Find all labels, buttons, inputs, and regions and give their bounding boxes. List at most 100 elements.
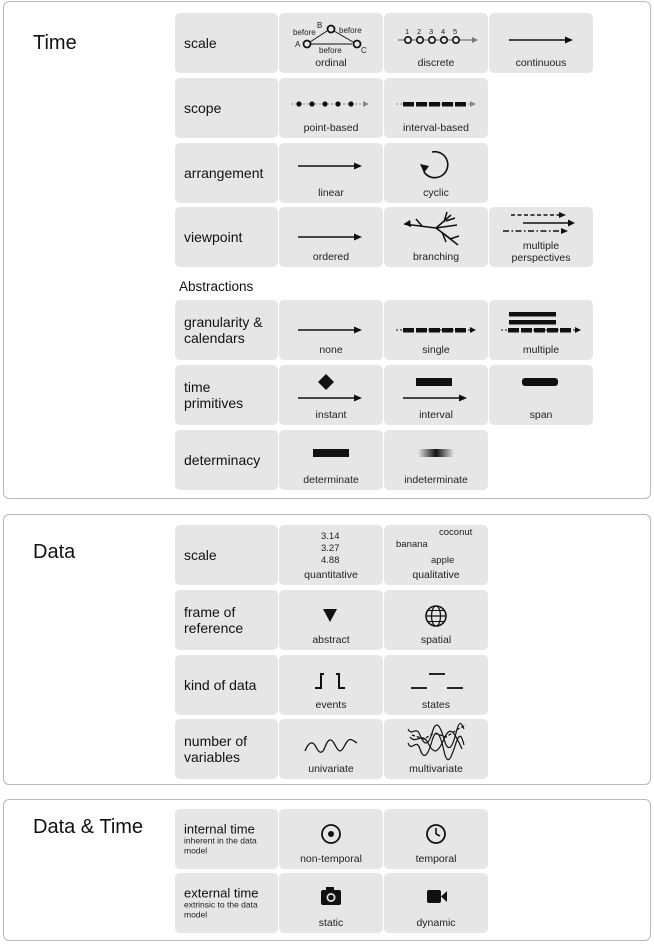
discrete-icon: 1 2 3 4 5 — [398, 27, 478, 44]
quantitative-number: 4.88 — [321, 555, 340, 566]
svg-text:1: 1 — [405, 27, 409, 36]
span-icon — [522, 378, 558, 386]
point-based-caption: point-based — [303, 122, 359, 134]
qualitative-word: banana — [396, 539, 428, 550]
option-linear: linear — [279, 143, 383, 203]
clock-icon — [426, 824, 446, 844]
ordered-arrow-icon — [298, 233, 362, 241]
point-based-icon — [291, 101, 369, 107]
option-instant: instant — [279, 365, 383, 425]
quantitative-caption: quantitative — [304, 569, 358, 581]
univariate-caption: univariate — [308, 763, 354, 775]
instant-icon — [298, 374, 362, 402]
option-static: static — [279, 873, 383, 933]
time-title: Time — [33, 32, 77, 54]
continuous-arrow-icon — [509, 36, 573, 44]
option-quantitative: 3.14 3.27 4.88 quantitative — [279, 525, 383, 585]
qualitative-word: coconut — [439, 527, 473, 538]
svg-text:3: 3 — [429, 27, 433, 36]
ordinal-caption: ordinal — [315, 57, 347, 69]
option-dynamic: dynamic — [384, 873, 488, 933]
continuous-caption: continuous — [515, 57, 567, 69]
discrete-caption: discrete — [417, 57, 455, 69]
spatial-caption: spatial — [420, 634, 452, 646]
interval-based-caption: interval-based — [403, 122, 469, 134]
indeterminate-icon — [418, 449, 454, 457]
data-kind-label: kind of data — [175, 655, 278, 715]
multivariate-wave-icon — [407, 722, 467, 761]
camera-icon — [321, 887, 341, 905]
option-ordinal: before before before A B C ordinal — [279, 13, 383, 73]
option-states: states — [384, 655, 488, 715]
option-qualitative: coconut banana apple qualitative — [384, 525, 488, 585]
svg-text:before: before — [293, 28, 316, 37]
option-multivariate: multivariate — [384, 719, 488, 779]
non-temporal-caption: non-temporal — [300, 853, 362, 865]
interval-caption: interval — [419, 409, 453, 421]
time-scale-label: scale — [175, 13, 278, 73]
granularity-single-caption: single — [422, 344, 450, 356]
interval-based-icon — [396, 101, 476, 107]
option-events: events — [279, 655, 383, 715]
option-temporal: temporal — [384, 809, 488, 869]
abstractions-heading: Abstractions — [179, 279, 254, 294]
events-icon — [315, 673, 345, 689]
states-icon — [411, 673, 463, 689]
option-branching: branching — [384, 207, 488, 267]
video-camera-icon — [427, 890, 447, 903]
svg-text:A: A — [295, 40, 301, 49]
time-arrangement-label: arrangement — [175, 143, 278, 203]
qualitative-caption: qualitative — [412, 569, 460, 581]
multiple-perspectives-caption: multiple perspectives — [511, 240, 571, 264]
quantitative-number: 3.14 — [321, 531, 340, 542]
option-interval-based: interval-based — [384, 78, 488, 138]
option-span: span — [489, 365, 593, 425]
data-time-title: Data & Time — [33, 816, 144, 838]
ordinal-icon: before before before A B C — [293, 21, 367, 55]
time-scope-label: scope — [175, 78, 278, 138]
determinate-icon — [313, 449, 349, 457]
quantitative-number: 3.27 — [321, 543, 340, 554]
svg-text:before: before — [339, 26, 362, 35]
granularity-none-caption: none — [319, 344, 343, 356]
option-abstract: abstract — [279, 590, 383, 650]
dynamic-caption: dynamic — [416, 917, 456, 929]
option-continuous: continuous — [489, 13, 593, 73]
triangle-down-icon — [323, 609, 337, 622]
multiple-perspectives-icon — [503, 212, 575, 234]
granularity-multiple-caption: multiple — [522, 344, 560, 356]
linear-arrow-icon — [298, 162, 362, 170]
branching-caption: branching — [412, 251, 460, 263]
option-discrete: 1 2 3 4 5 discrete — [384, 13, 488, 73]
events-caption: events — [315, 699, 347, 711]
qualitative-word: apple — [431, 555, 455, 566]
option-non-temporal: non-temporal — [279, 809, 383, 869]
target-icon — [321, 824, 341, 844]
indeterminate-caption: indeterminate — [404, 474, 468, 486]
option-ordered: ordered — [279, 207, 383, 267]
option-determinate: determinate — [279, 430, 383, 490]
svg-text:before: before — [319, 46, 342, 55]
svg-text:2: 2 — [417, 27, 421, 36]
data-title: Data — [33, 541, 76, 563]
option-interval: interval — [384, 365, 488, 425]
branching-icon — [403, 211, 460, 246]
svg-text:5: 5 — [453, 27, 457, 36]
time-viewpoint-label: viewpoint — [175, 207, 278, 267]
option-granularity-multiple: multiple — [489, 300, 593, 360]
abstract-caption: abstract — [312, 634, 350, 646]
option-granularity-none: none — [279, 300, 383, 360]
data-scale-label: scale — [175, 525, 278, 585]
granularity-multiple-icon — [501, 312, 581, 333]
states-caption: states — [421, 699, 450, 711]
linear-caption: linear — [318, 187, 344, 199]
temporal-caption: temporal — [415, 853, 457, 865]
determinate-caption: determinate — [303, 474, 359, 486]
option-point-based: point-based — [279, 78, 383, 138]
option-indeterminate: indeterminate — [384, 430, 488, 490]
option-univariate: univariate — [279, 719, 383, 779]
